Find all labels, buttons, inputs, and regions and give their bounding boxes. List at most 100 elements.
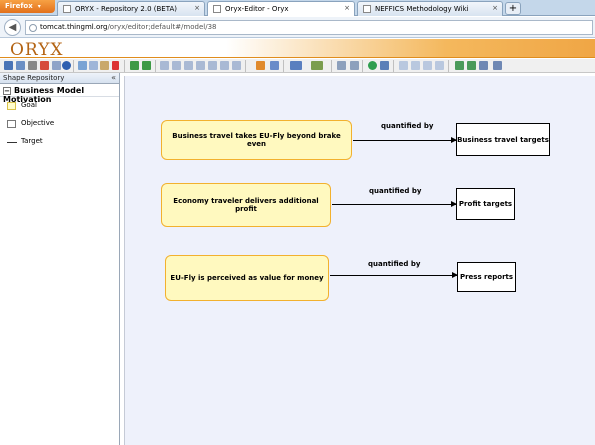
browser-tab-bar: Firefox▾ ORYX - Repository 2.0 (BETA) × …: [0, 0, 595, 16]
connect-icon[interactable]: [411, 61, 420, 70]
arrowhead-icon: [451, 137, 457, 143]
add-icon[interactable]: [368, 61, 377, 70]
shape-repository-header: Shape Repository «: [0, 73, 119, 84]
save-icon[interactable]: [4, 61, 13, 70]
align-right-icon[interactable]: [184, 61, 193, 70]
relation-edge[interactable]: [332, 201, 457, 207]
new-tab-button[interactable]: +: [505, 2, 521, 15]
toolbar-divider: [448, 60, 449, 72]
shape-item-label: Goal: [21, 101, 37, 109]
zoom-in-icon[interactable]: [455, 61, 464, 70]
export-icon[interactable]: [52, 61, 61, 70]
close-tab-icon[interactable]: ×: [344, 4, 350, 12]
shape-item-target[interactable]: Target: [0, 133, 119, 151]
collapse-panel-icon[interactable]: «: [111, 73, 116, 82]
address-bar[interactable]: tomcat.thingml.org/oryx/editor;default#/…: [25, 20, 593, 35]
goal-shape[interactable]: Economy traveler delivers additional pro…: [161, 183, 331, 227]
edge-icon[interactable]: [423, 61, 432, 70]
objective-shape[interactable]: Press reports: [457, 262, 516, 292]
close-tab-icon[interactable]: ×: [194, 4, 200, 12]
info-icon[interactable]: [62, 61, 71, 70]
objective-icon: [7, 120, 16, 128]
tab-label: Oryx-Editor - Oryx: [225, 5, 289, 13]
tab-neffics-wiki[interactable]: NEFFICS Methodology Wiki ×: [357, 1, 503, 16]
target-icon: [7, 142, 17, 143]
tab-oryx-editor[interactable]: Oryx-Editor - Oryx ×: [207, 1, 355, 16]
redo-icon[interactable]: [142, 61, 151, 70]
align-middle-icon[interactable]: [208, 61, 217, 70]
page-favicon-icon: [63, 5, 71, 13]
zoom-fit-icon[interactable]: [493, 61, 502, 70]
copy-icon[interactable]: [89, 61, 98, 70]
shape-dropdown-icon[interactable]: [311, 61, 323, 70]
toolbar-divider: [155, 60, 156, 72]
route-icon[interactable]: [435, 61, 444, 70]
same-size-icon[interactable]: [232, 61, 241, 70]
deselect-icon[interactable]: [350, 61, 359, 70]
tab-repository[interactable]: ORYX - Repository 2.0 (BETA) ×: [57, 1, 205, 16]
select-all-icon[interactable]: [337, 61, 346, 70]
chevron-down-icon: ▾: [37, 3, 41, 10]
toolbar-divider: [331, 60, 332, 72]
goal-icon: [7, 102, 16, 110]
relation-label: quantified by: [368, 260, 421, 268]
page-favicon-icon: [213, 5, 221, 13]
browser-nav-bar: ◀ tomcat.thingml.org/oryx/editor;default…: [0, 17, 595, 38]
canvas-area: Business travel takes EU-Fly beyond brak…: [120, 73, 595, 445]
back-button[interactable]: ◀: [4, 19, 21, 36]
close-tab-icon[interactable]: ×: [492, 4, 498, 12]
tab-label: ORYX - Repository 2.0 (BETA): [75, 5, 177, 13]
save-as-icon[interactable]: [16, 61, 25, 70]
dock-icon[interactable]: [399, 61, 408, 70]
oryx-logo: ORYX: [10, 40, 64, 60]
goal-label: Business travel takes EU-Fly beyond brak…: [172, 132, 341, 148]
zoom-out-icon[interactable]: [467, 61, 476, 70]
toolbar-divider: [362, 60, 363, 72]
layout-dropdown-icon[interactable]: [290, 61, 302, 70]
shape-group-header[interactable]: −Business Model Motivation: [0, 84, 119, 104]
align-left-icon[interactable]: [160, 61, 169, 70]
delete-icon[interactable]: [112, 61, 119, 70]
goal-shape[interactable]: Business travel takes EU-Fly beyond brak…: [161, 120, 352, 160]
group-icon[interactable]: [256, 61, 265, 70]
arrowhead-icon: [452, 272, 458, 278]
toolbar-divider: [73, 60, 74, 72]
diagram-canvas[interactable]: Business travel takes EU-Fly beyond brak…: [124, 76, 595, 445]
objective-label: Profit targets: [458, 200, 513, 208]
objective-shape[interactable]: Business travel targets: [456, 123, 550, 156]
relation-edge[interactable]: [353, 137, 457, 143]
firefox-menu-button[interactable]: Firefox ▾: [0, 0, 55, 13]
goal-shape[interactable]: EU-Fly is perceived as value for money: [165, 255, 329, 301]
align-center-icon[interactable]: [172, 61, 181, 70]
toolbar-divider: [245, 60, 246, 72]
globe-icon: [29, 24, 37, 32]
cut-icon[interactable]: [78, 61, 87, 70]
firefox-menu-label: Firefox: [5, 2, 33, 10]
url-host: tomcat.thingml.org: [40, 23, 108, 31]
ungroup-icon[interactable]: [270, 61, 279, 70]
relation-label: quantified by: [369, 187, 422, 195]
wiki-favicon-icon: [363, 5, 371, 13]
relation-edge[interactable]: [330, 272, 458, 278]
pdf-export-icon[interactable]: [40, 61, 49, 70]
paste-icon[interactable]: [100, 61, 109, 70]
toolbar-divider: [393, 60, 394, 72]
print-icon[interactable]: [28, 61, 37, 70]
shape-repository-panel: Shape Repository « −Business Model Motiv…: [0, 73, 120, 445]
objective-label: Business travel targets: [457, 135, 549, 144]
undo-icon[interactable]: [130, 61, 139, 70]
objective-shape[interactable]: Profit targets: [456, 188, 515, 220]
goal-label: EU-Fly is perceived as value for money: [170, 274, 324, 282]
shape-item-label: Objective: [21, 119, 55, 127]
goal-label: Economy traveler delivers additional pro…: [173, 197, 319, 213]
editor-toolbar: [0, 59, 595, 73]
app-header: ORYX: [0, 39, 595, 60]
image-export-icon[interactable]: [380, 61, 389, 70]
shape-item-goal[interactable]: Goal: [0, 97, 119, 115]
align-bottom-icon[interactable]: [220, 61, 229, 70]
shape-item-objective[interactable]: Objective: [0, 115, 119, 133]
align-top-icon[interactable]: [196, 61, 205, 70]
collapse-group-icon[interactable]: −: [3, 87, 11, 95]
zoom-standard-icon[interactable]: [479, 61, 488, 70]
back-arrow-icon: ◀: [8, 22, 17, 33]
